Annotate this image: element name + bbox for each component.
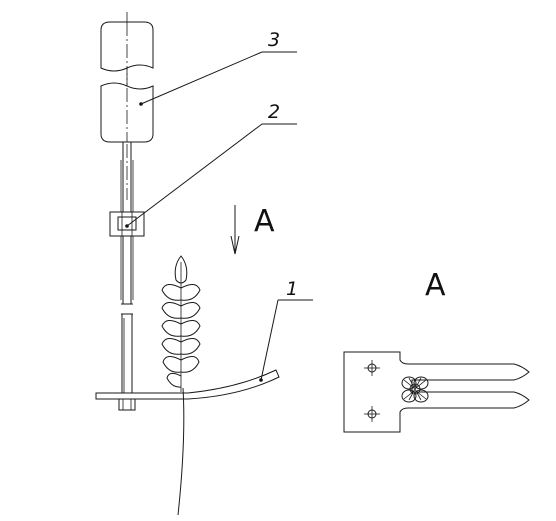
curved-plate <box>95 369 280 400</box>
clamp-screw-head <box>117 216 137 231</box>
spikelet-right-1 <box>180 284 201 301</box>
grain-2 <box>413 376 429 390</box>
spikelet-left-3 <box>161 320 182 337</box>
view-arrow-label: A <box>254 204 275 239</box>
spikelet-left-4 <box>161 338 182 355</box>
mount-hole-bottom <box>364 406 380 422</box>
leaders <box>126 51 313 381</box>
rod-assembly <box>100 12 154 411</box>
part-label-2: 2 <box>268 101 280 123</box>
spikelet-left-1 <box>161 284 182 301</box>
grain-3 <box>401 389 417 403</box>
part-label-3: 3 <box>268 29 280 51</box>
bottom-nut <box>118 397 136 411</box>
mount-hole-top <box>364 360 380 376</box>
arrow-head <box>230 235 240 255</box>
grain-cluster <box>401 376 429 403</box>
wheat-ear <box>161 255 201 516</box>
spikelet-top <box>174 255 188 284</box>
spikelet-right-2 <box>180 302 201 319</box>
spikelet-right-5 <box>180 356 200 373</box>
plate-body <box>95 369 280 400</box>
spikelet-left-2 <box>161 302 182 319</box>
grain-hatching <box>403 377 427 401</box>
leader-2 <box>126 123 263 227</box>
part-label-1: 1 <box>286 278 298 300</box>
spikelet-left-6 <box>166 372 182 388</box>
spikelet-right-4 <box>180 338 201 355</box>
spikelet-right-3 <box>180 320 201 337</box>
leader-3 <box>140 51 263 105</box>
leader-1 <box>260 299 279 381</box>
grain-4 <box>413 389 429 403</box>
wheat-stem <box>177 387 185 516</box>
clamp-block <box>109 211 145 237</box>
view-direction-arrow <box>230 205 240 255</box>
spikelet-left-5 <box>162 356 182 373</box>
view-title: A <box>425 268 446 303</box>
grain-center <box>409 383 421 395</box>
grain-1 <box>401 376 417 390</box>
view-a-detail <box>343 351 530 433</box>
